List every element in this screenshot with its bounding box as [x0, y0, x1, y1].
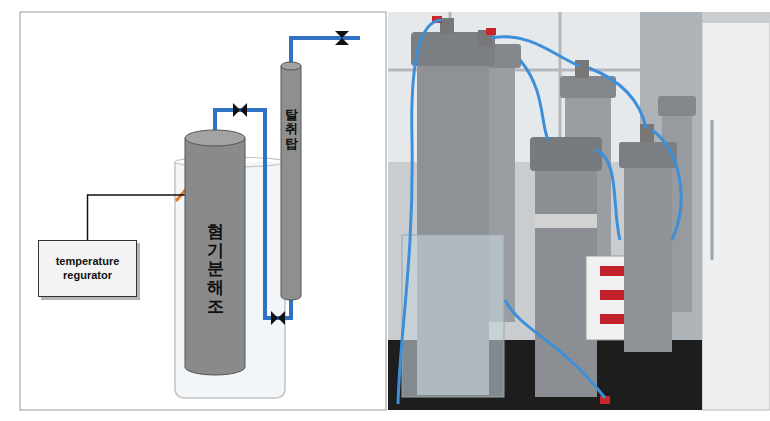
valve-handle	[486, 28, 496, 35]
column-shape	[281, 62, 301, 300]
apparatus-photo	[388, 12, 770, 410]
display	[600, 290, 628, 300]
incubator	[702, 22, 770, 410]
tape-band	[535, 214, 597, 228]
gas-tube	[652, 130, 681, 240]
deodorizer-column: 탈취탑	[281, 62, 301, 300]
gas-tube	[589, 68, 646, 128]
cylinder-top	[185, 130, 245, 146]
column-cap	[530, 137, 602, 171]
cylinder-body	[185, 138, 245, 375]
reactor-column	[624, 162, 672, 352]
display	[600, 266, 628, 276]
valve	[335, 38, 349, 45]
gas-tube	[520, 60, 548, 140]
incubator-handle	[711, 120, 714, 260]
valve	[233, 103, 240, 117]
cylinder-top	[281, 62, 301, 70]
display	[600, 314, 628, 324]
gas-tube	[398, 20, 442, 404]
column-cap	[560, 76, 616, 98]
vertical-label: 탈취탑	[285, 108, 298, 151]
gas-tube	[492, 37, 580, 66]
cylinder-body	[281, 66, 301, 300]
gas-tube	[596, 150, 620, 240]
panel-frame	[20, 12, 386, 410]
gas-tube	[505, 300, 605, 398]
valve	[271, 311, 278, 325]
valve	[278, 311, 285, 325]
column-cap	[658, 96, 696, 116]
water-bath	[402, 235, 504, 397]
photo-background	[388, 12, 770, 410]
outlet-pipe	[291, 38, 360, 64]
valve	[240, 103, 247, 117]
box-label: temperature regurator	[43, 255, 132, 283]
pipe-elbow	[440, 18, 454, 34]
valve	[335, 31, 349, 38]
controller-box: temperature regurator	[38, 240, 137, 297]
pipe-elbow	[575, 60, 589, 78]
digester-cylinder: 혐기분해조	[185, 130, 245, 375]
signal-wire	[88, 195, 186, 240]
vertical-label: 혐기분해조	[207, 222, 224, 315]
